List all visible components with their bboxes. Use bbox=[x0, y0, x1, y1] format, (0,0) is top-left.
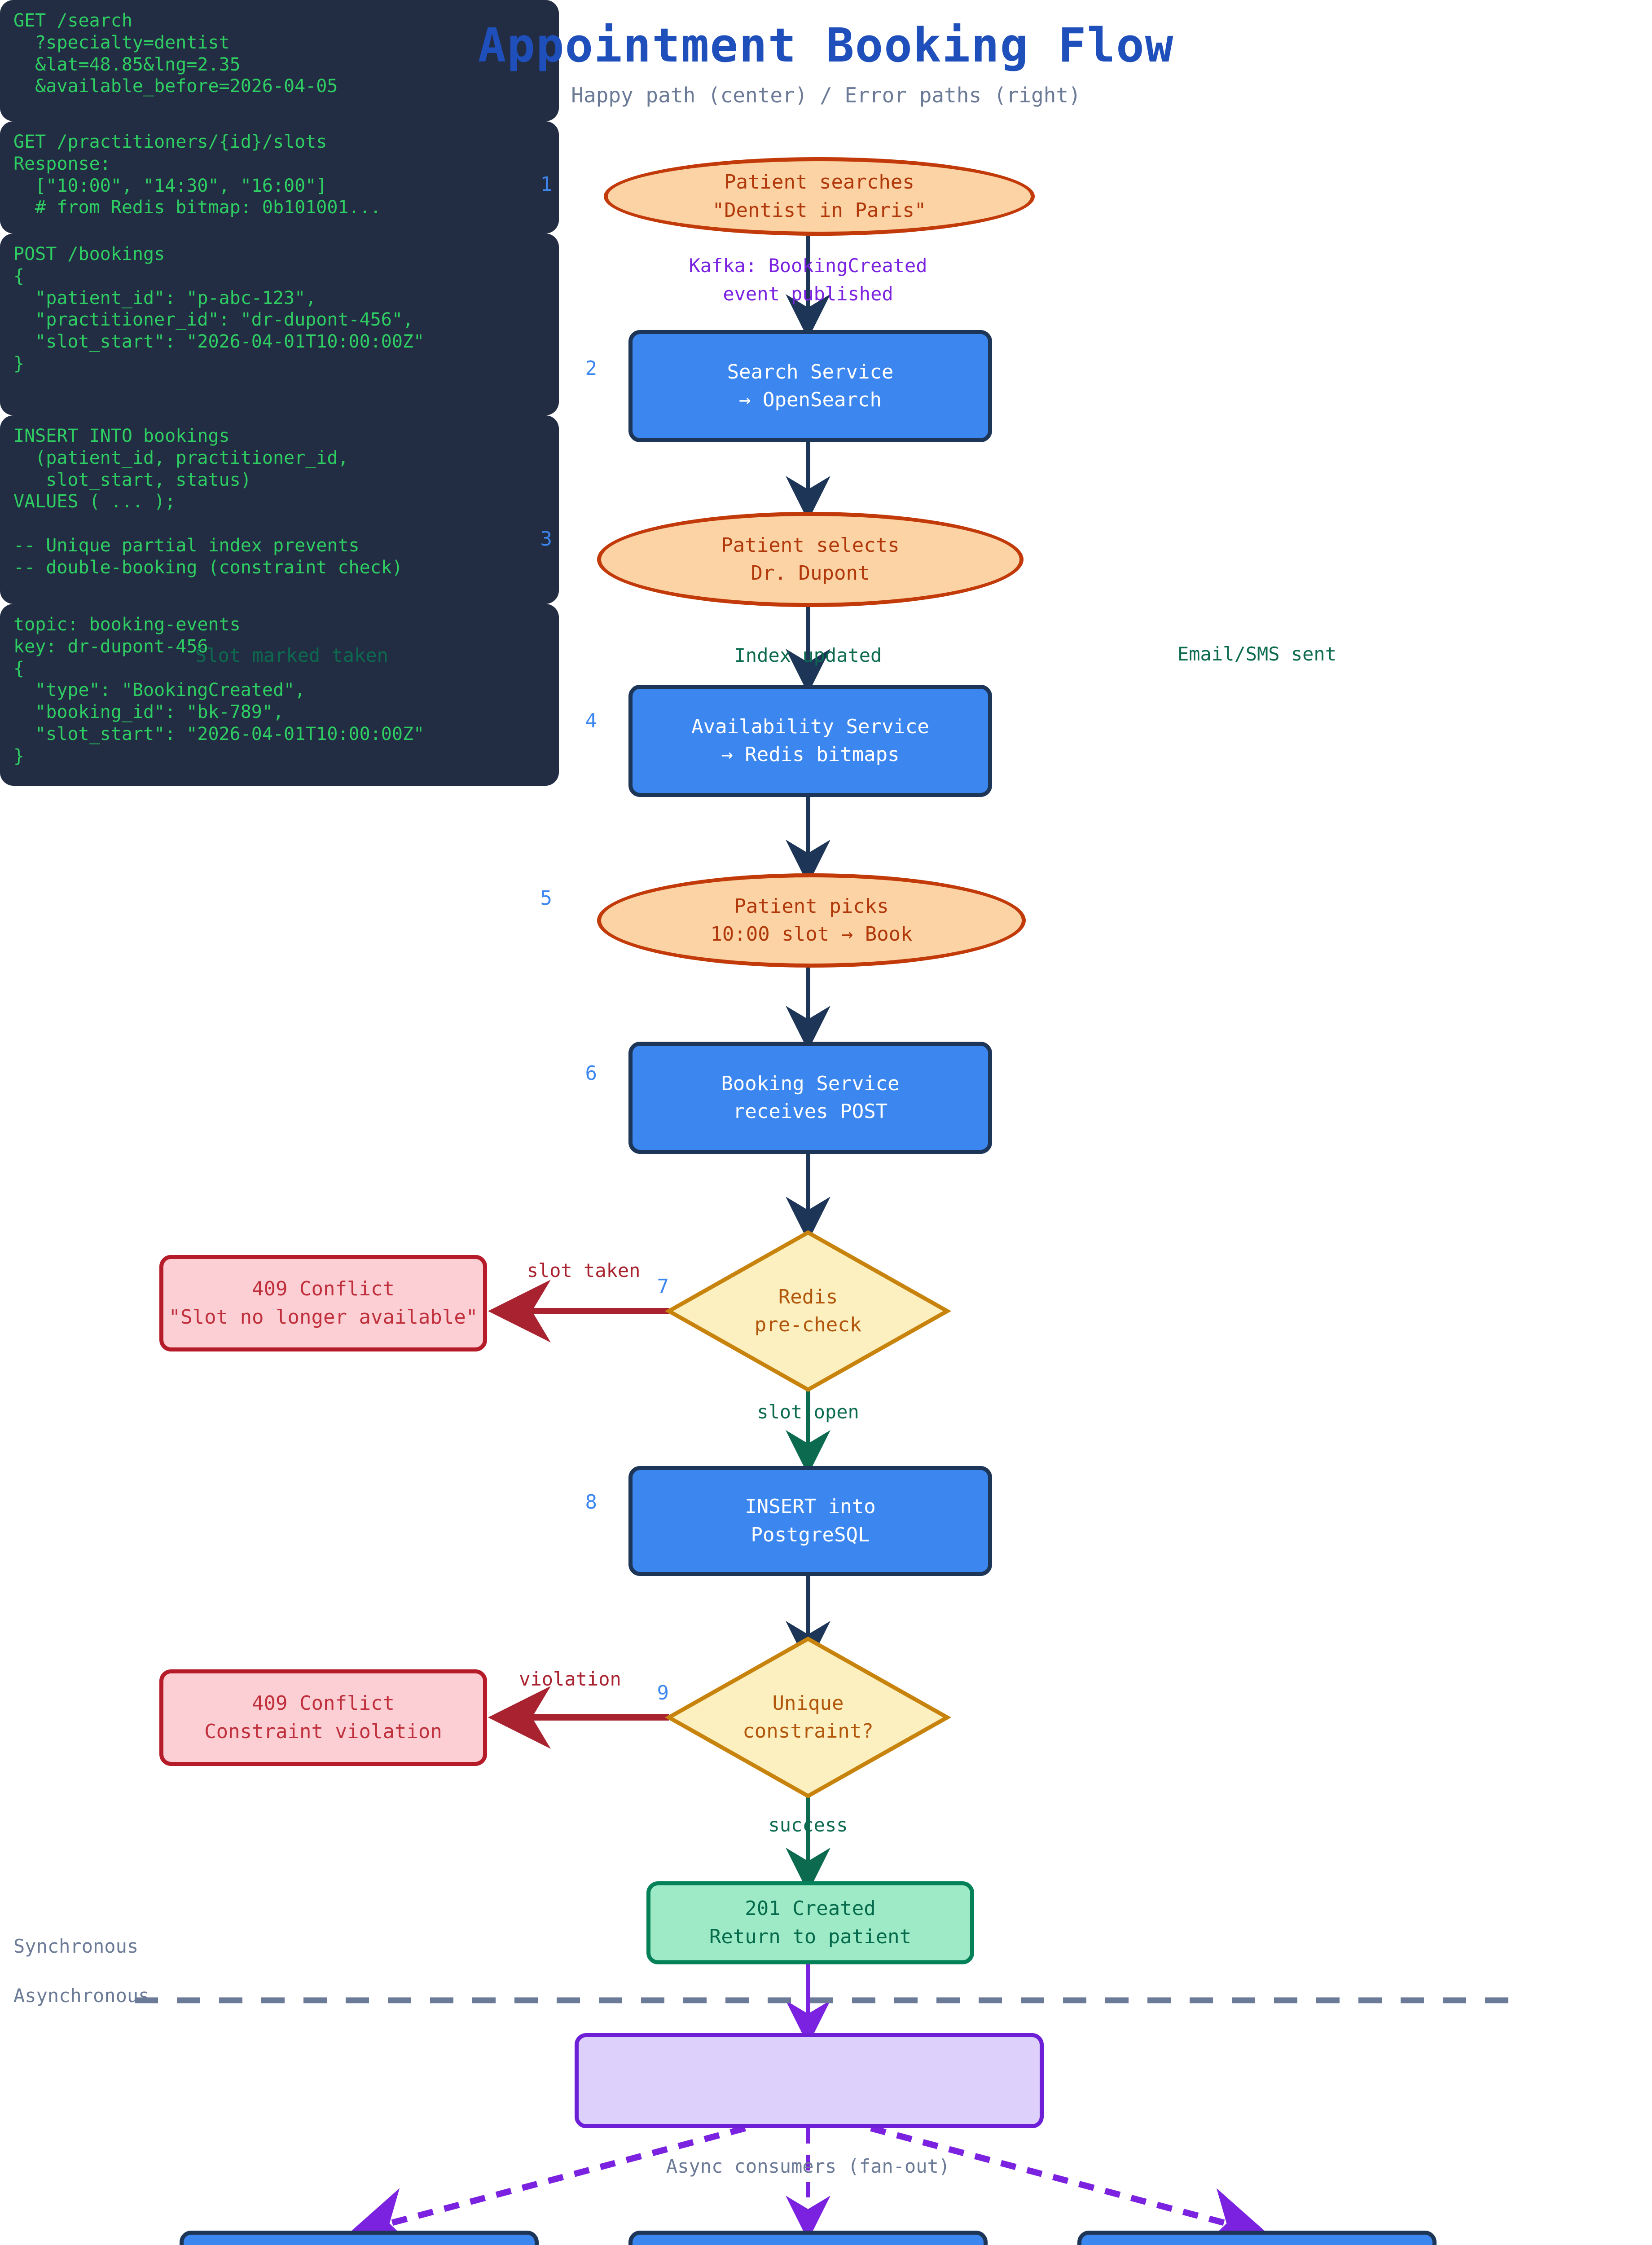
node-label: INSERT into PostgreSQL bbox=[745, 1495, 876, 1546]
decision-redis-precheck[interactable]: Redis pre-check bbox=[669, 1233, 947, 1390]
edge-label-index-updated: Index updated bbox=[734, 644, 882, 666]
edge-label-slot-open: slot open bbox=[757, 1401, 859, 1423]
node-label: Patient selects Dr. Dupont bbox=[721, 533, 900, 585]
node-409-slot-unavailable[interactable]: 409 Conflict "Slot no longer available" bbox=[159, 1255, 487, 1351]
node-consumer-availability-service[interactable]: Availability Service Flips Redis bitmap … bbox=[180, 2231, 539, 2245]
node-insert-postgresql[interactable]: INSERT into PostgreSQL bbox=[628, 1466, 992, 1576]
edge-label-async-consumers: Async consumers (fan-out) bbox=[666, 2155, 950, 2177]
node-booking-service[interactable]: Booking Service receives POST bbox=[628, 1042, 992, 1154]
node-label: Patient searches "Dentist in Paris" bbox=[712, 171, 927, 222]
node-label: 409 Conflict Constraint violation bbox=[204, 1692, 442, 1743]
node-consumer-search-service[interactable]: Search Service Updates OpenSearch next_a… bbox=[628, 2231, 988, 2245]
node-label: 201 Created Return to patient bbox=[709, 1897, 912, 1948]
edge-label-email-sms-sent: Email/SMS sent bbox=[1177, 643, 1336, 665]
node-patient-searches[interactable]: Patient searches "Dentist in Paris" bbox=[604, 157, 1035, 236]
node-patient-picks-slot[interactable]: Patient picks 10:00 slot → Book bbox=[597, 873, 1026, 968]
node-label: Search Service → OpenSearch bbox=[727, 360, 894, 411]
node-label: 409 Conflict "Slot no longer available" bbox=[168, 1277, 478, 1329]
node-409-constraint-violation[interactable]: 409 Conflict Constraint violation bbox=[159, 1669, 487, 1766]
code-block-post-bookings: POST /bookings { "patient_id": "p-abc-12… bbox=[0, 233, 559, 415]
lane-label-synchronous: Synchronous bbox=[13, 1935, 139, 1957]
step-number-2: 2 bbox=[585, 357, 598, 380]
node-kafka-event[interactable] bbox=[575, 2033, 1044, 2128]
node-availability-service[interactable]: Availability Service → Redis bitmaps bbox=[628, 685, 992, 797]
edge-label-slot-marked-taken: Slot marked taken bbox=[195, 644, 388, 666]
step-number-9: 9 bbox=[657, 1682, 669, 1704]
page-title: Appointment Booking Flow bbox=[478, 18, 1174, 73]
edge-label-violation: violation bbox=[519, 1668, 621, 1690]
step-number-8: 8 bbox=[585, 1491, 598, 1514]
step-number-1: 1 bbox=[540, 173, 553, 196]
lane-label-asynchronous: Asynchronous bbox=[13, 1985, 150, 2007]
node-201-created[interactable]: 201 Created Return to patient bbox=[646, 1881, 974, 1964]
node-label: Booking Service receives POST bbox=[721, 1072, 900, 1123]
node-label: Patient picks 10:00 slot → Book bbox=[710, 894, 913, 946]
decision-label: Redis pre-check bbox=[754, 1285, 862, 1336]
edge-label-slot-taken: slot taken bbox=[527, 1259, 641, 1281]
edge-label-kafka-published: Kafka: BookingCreated event published bbox=[689, 255, 927, 305]
edge-label-success: success bbox=[768, 1814, 848, 1836]
code-block-kafka-event: topic: booking-events key: dr-dupont-456… bbox=[0, 604, 559, 786]
code-block-search-request: GET /search ?specialty=dentist &lat=48.8… bbox=[0, 0, 559, 121]
decision-label: Unique constraint? bbox=[743, 1691, 874, 1743]
code-block-insert-sql: INSERT INTO bookings (patient_id, practi… bbox=[0, 415, 559, 604]
step-number-7: 7 bbox=[657, 1275, 669, 1298]
node-search-service[interactable]: Search Service → OpenSearch bbox=[628, 330, 992, 442]
step-number-3: 3 bbox=[540, 528, 553, 550]
page-subtitle: Happy path (center) / Error paths (right… bbox=[571, 83, 1081, 107]
step-number-5: 5 bbox=[540, 887, 553, 910]
step-number-6: 6 bbox=[585, 1062, 598, 1085]
step-number-4: 4 bbox=[585, 709, 598, 732]
node-consumer-notification-service[interactable]: Notification Service Sends confirmation … bbox=[1077, 2231, 1437, 2245]
node-patient-selects[interactable]: Patient selects Dr. Dupont bbox=[597, 512, 1024, 607]
node-label: Availability Service → Redis bitmaps bbox=[691, 715, 929, 766]
code-block-slots-response: GET /practitioners/{id}/slots Response: … bbox=[0, 121, 559, 233]
decision-unique-constraint[interactable]: Unique constraint? bbox=[669, 1639, 947, 1796]
